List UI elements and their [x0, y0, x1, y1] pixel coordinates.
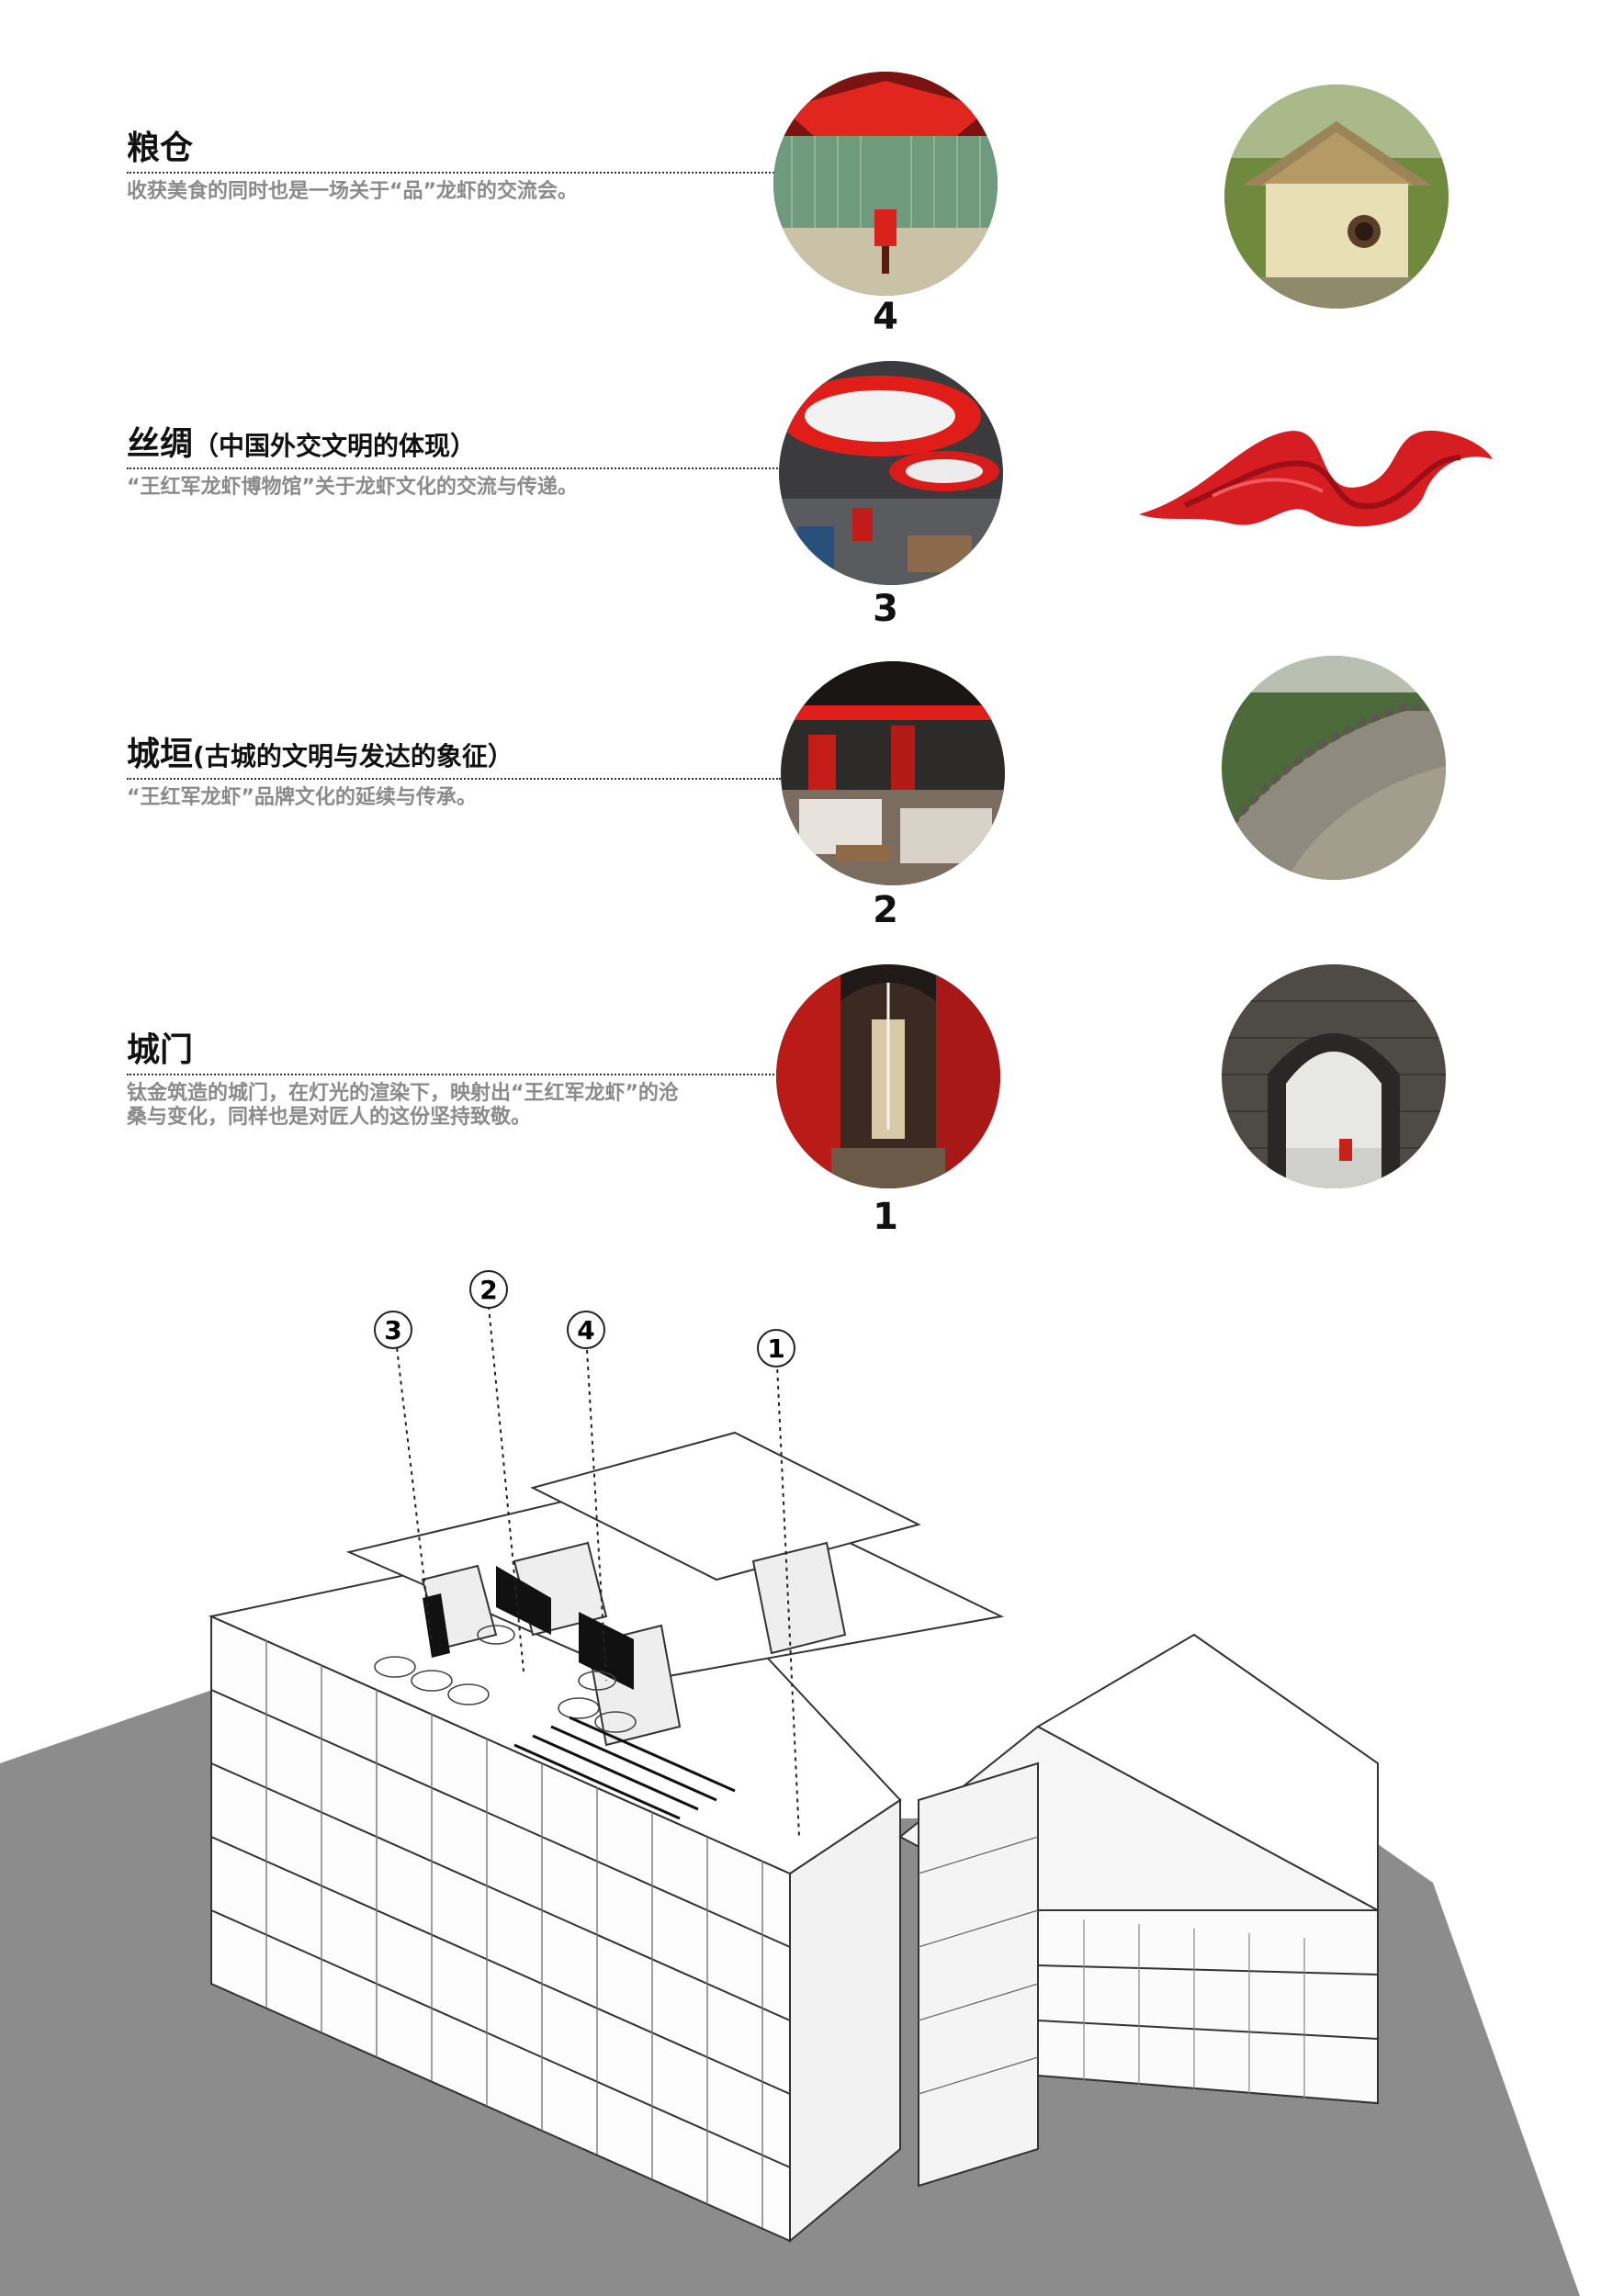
callout-leaders: [394, 1305, 800, 1838]
corridor-gate-interior-photo: [776, 964, 1000, 1188]
section-title-sub: （中国外交文明的体现）: [193, 431, 477, 461]
section-city-gate: 城门 钛金筑造的城门，在灯光的渲染下，映射出“王红军龙虾”的沧桑与变化，同样也是…: [127, 1030, 788, 1177]
section-city-wall: 城垣(古城的文明与发达的象征） “王红军龙虾”品牌文化的延续与传承。: [127, 735, 788, 845]
section-granary: 粮仓 收获美食的同时也是一场关于“品”龙虾的交流会。: [127, 129, 788, 239]
booth-dining-interior-photo: [781, 661, 1005, 885]
section-description: “王红军龙虾”品牌文化的延续与传承。: [127, 786, 477, 809]
axonometric-building-diagram: 3 2 4 1: [0, 1270, 1580, 2296]
section-title-main: 城门: [127, 1031, 194, 1069]
section-title: 城门: [127, 1032, 193, 1071]
section-title: 丝绸（中国外交文明的体现）: [127, 426, 476, 465]
building-model: [208, 1431, 1379, 2244]
callout-label: 3: [384, 1315, 401, 1345]
section-title: 粮仓: [127, 130, 193, 169]
black-partition-walls: [423, 1566, 634, 1690]
section-number: 1: [873, 1196, 898, 1238]
section-title-sub: (古城的文明与发达的象征）: [193, 741, 513, 771]
city-gate-arch-photo: [1222, 964, 1446, 1188]
great-wall-photo: [1222, 656, 1446, 880]
section-rule: [127, 172, 781, 174]
callout-label: 2: [479, 1275, 497, 1305]
silk-ceiling-interior-photo: [779, 361, 1003, 585]
section-rule: [127, 467, 781, 469]
section-rule: [127, 1074, 781, 1075]
section-silk: 丝绸（中国外交文明的体现） “王红军龙虾博物馆”关于龙虾文化的交流与传递。: [127, 424, 788, 535]
callout-label: 1: [767, 1334, 784, 1364]
callout-label: 4: [577, 1315, 594, 1345]
dining-tables: [374, 1625, 637, 1733]
section-number: 4: [873, 296, 898, 338]
section-title-main: 城垣: [127, 736, 194, 773]
thatched-granary-photo: [1224, 84, 1449, 309]
section-title-main: 粮仓: [127, 129, 194, 167]
section-number: 2: [873, 889, 898, 931]
callout-marker-2: 2: [469, 1270, 508, 1309]
section-title-main: 丝绸: [127, 425, 194, 463]
callout-marker-1: 1: [757, 1329, 795, 1367]
section-number: 3: [873, 588, 898, 630]
section-description: “王红军龙虾博物馆”关于龙虾文化的交流与传递。: [127, 476, 578, 499]
section-description: 钛金筑造的城门，在灯光的渲染下，映射出“王红军龙虾”的沧桑与变化，同样也是对匠人…: [127, 1082, 679, 1129]
callout-marker-4: 4: [567, 1311, 605, 1349]
callout-marker-3: 3: [374, 1311, 412, 1349]
red-silk-ribbon-photo: [1130, 386, 1497, 551]
stairs: [513, 1716, 736, 1820]
section-title: 城垣(古城的文明与发达的象征）: [127, 737, 513, 775]
granary-interior-photo: [773, 72, 998, 296]
section-rule: [127, 778, 781, 780]
section-description: 收获美食的同时也是一场关于“品”龙虾的交流会。: [127, 180, 578, 203]
